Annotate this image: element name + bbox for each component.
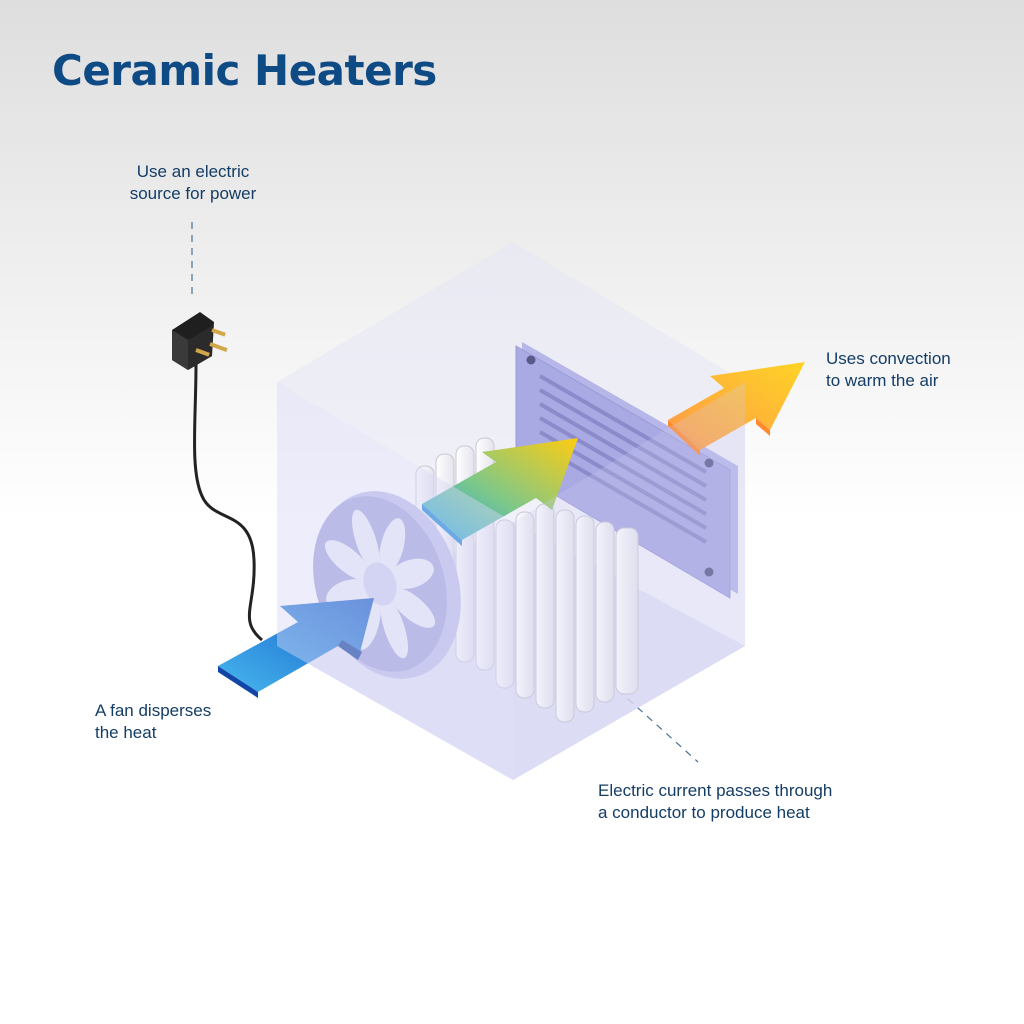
cool-air-arrow [218, 598, 374, 698]
label-fan: A fan disperses the heat [95, 700, 211, 744]
label-conductor: Electric current passes through a conduc… [598, 780, 832, 824]
heater-housing-front [277, 382, 745, 780]
heated-air-arrow [422, 438, 578, 546]
label-fan-line-1: A fan disperses [95, 701, 212, 720]
label-fan-line-2: the heat [95, 723, 157, 742]
label-convection-line-1: Uses convection [826, 349, 951, 368]
power-cable [193, 363, 263, 642]
label-electric-source-line-1: Use an electric [136, 162, 250, 181]
label-electric-source: Use an electric source for power [108, 161, 278, 205]
label-convection-line-2: to warm the air [826, 371, 939, 390]
vent-grille-icon [515, 342, 738, 599]
label-conductor-line-1: Electric current passes through [598, 781, 833, 800]
plug-icon [172, 312, 263, 642]
label-conductor-line-2: a conductor to produce heat [598, 803, 810, 822]
warm-air-arrow [668, 362, 805, 456]
label-convection: Uses convection to warm the air [826, 348, 951, 392]
label-electric-source-line-2: source for power [129, 184, 257, 203]
page-title: Ceramic Heaters [52, 46, 437, 95]
